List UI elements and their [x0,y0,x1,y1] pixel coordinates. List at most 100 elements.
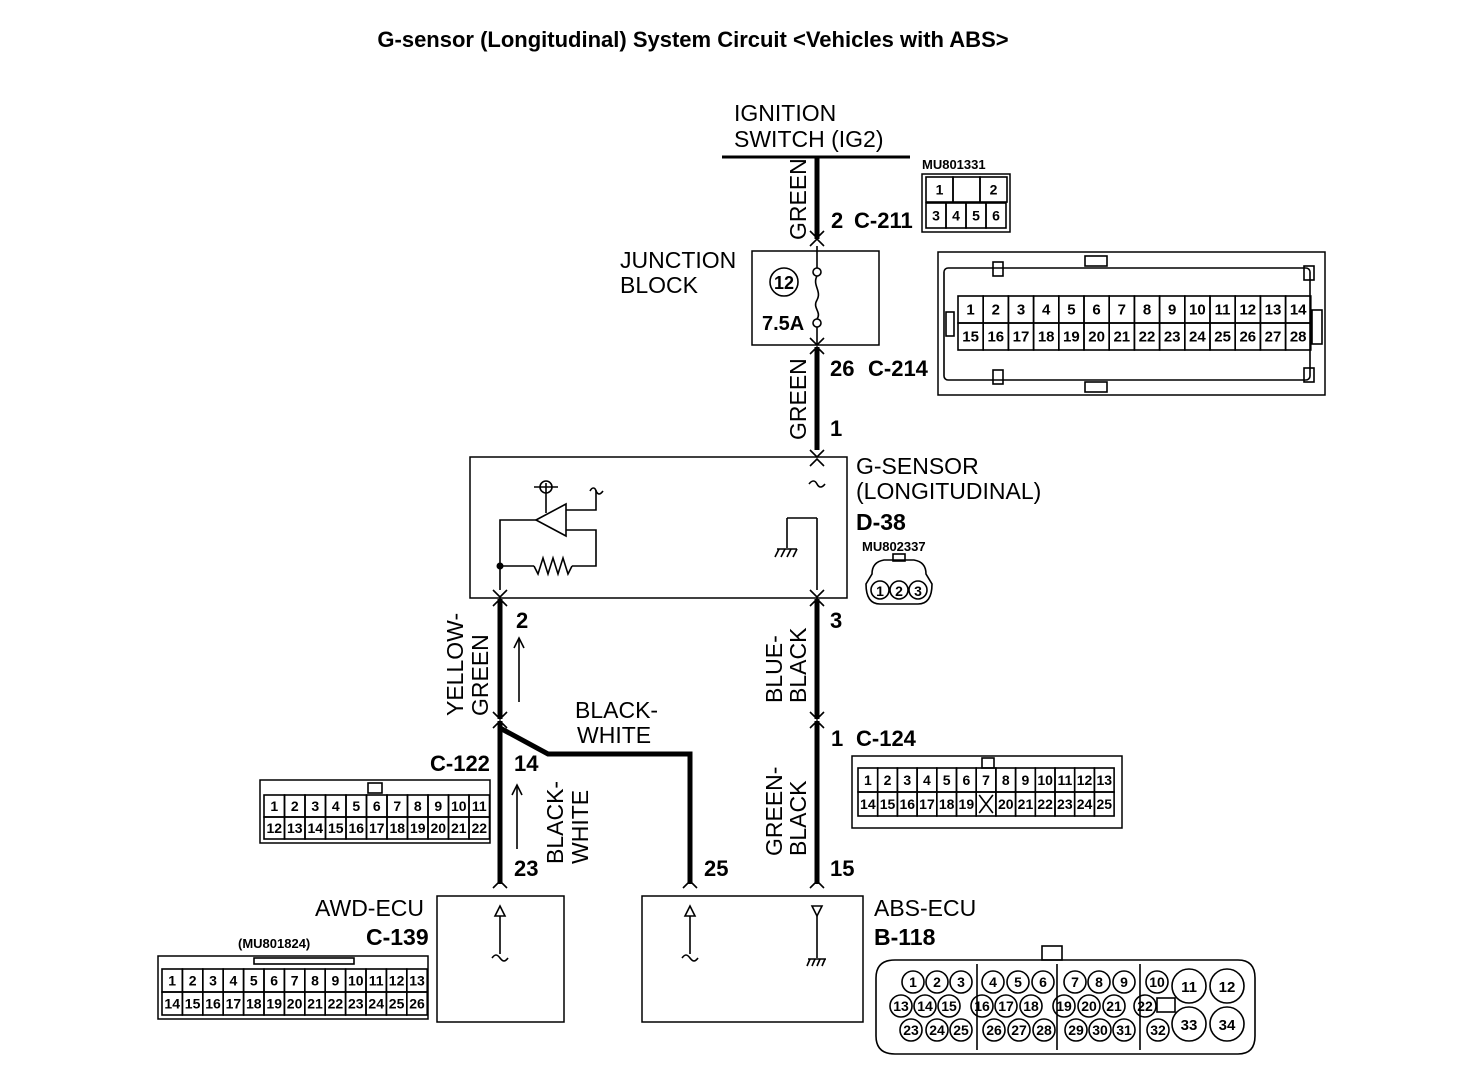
connector-pin-label: 1 [936,182,944,198]
connector-pin [1209,1006,1245,1042]
wire-label-black-white-abs-2: WHITE [577,722,651,748]
connector-pin [925,1018,949,1042]
connector-pin-label: 1 [966,302,974,319]
connector-pin-label: 18 [939,796,955,812]
wire-label-green-black-2: BLACK [785,780,811,856]
pin-abs-25: 25 [704,856,728,881]
connector-pin-label: 18 [389,820,405,836]
connector-pin-label: 14 [1290,302,1307,319]
connector-pin-label: 25 [1096,796,1112,812]
amp-signal-lead [566,490,597,511]
connector-pin-label: 22 [328,996,344,1012]
connector-pin-label: 13 [409,973,425,989]
connector-pin-label: 17 [998,998,1014,1014]
connector-pin [1112,1018,1136,1042]
connector-c211-label: C-211 [854,208,913,233]
connector-pin-label: 7 [291,973,299,989]
connector-cell [468,816,491,840]
connector-pin-label: 22 [1037,796,1053,812]
connector-pin-label: 3 [903,772,911,788]
connector-chevron [809,589,825,599]
connector-pin-label: 7 [1071,974,1079,990]
awd-ecu-box [436,895,565,1023]
abs-ecu-box [641,895,864,1023]
connector-pin-label: 24 [1189,329,1206,346]
connector-pin-label: 14 [307,820,323,836]
g-sensor-connector-symbol: 1 2 3 [865,553,933,605]
connector-pin-label: 2 [933,974,941,990]
connector-pin [889,994,913,1018]
connector-pin-label: 22 [1139,329,1156,346]
connector-pin-label: 6 [962,772,970,788]
connector-pin [937,994,961,1018]
connector-pin-label: 6 [373,798,381,814]
connector-pin [913,994,937,1018]
connector-pin-label: 4 [989,974,997,990]
pin-c211: 2 [831,208,843,233]
connector-pin [970,994,994,1018]
ignition-switch-label-1: IGNITION [734,100,836,126]
connector-pin-label: 16 [348,820,364,836]
connector-pin-label: 5 [1067,302,1075,319]
connector-pin [1063,970,1087,994]
connector-pin-label: 3 [957,974,965,990]
connector-pin-label: 8 [1095,974,1103,990]
connector-chevron [492,589,508,599]
connector-pin-label: 4 [923,772,931,788]
connector-pin [1087,970,1111,994]
connector-pin-label: 12 [1077,772,1093,788]
connector-pin [1019,994,1043,1018]
connector-pin [899,1018,923,1042]
ignition-switch-label-2: SWITCH (IG2) [734,126,884,152]
connector-pin [925,970,949,994]
connector-c122-label: C-122 [430,751,490,776]
connector-pin-label: 5 [1014,974,1022,990]
wire-label-green-black-1: GREEN- [761,767,787,856]
gs-internal-wavy [808,480,826,488]
connector-pin-label: 19 [1063,329,1080,346]
connector-pin-label: 19 [266,996,282,1012]
connector-pin [1171,968,1207,1004]
connector-pin-label: 13 [1265,302,1282,319]
awd-ecu-label: AWD-ECU [315,895,424,921]
connector-pin-label: 28 [1290,329,1307,346]
connector-pin-label: 28 [1036,1022,1052,1038]
pin-gs-3: 3 [830,608,842,633]
connector-pin-label: 3 [311,798,319,814]
connector-pin-label: 17 [226,996,242,1012]
pin-c214: 26 [830,356,854,381]
connector-pin-label: 21 [1018,796,1034,812]
connector-pin-label: 1 [909,974,917,990]
connector-pin-label: 10 [1189,302,1206,319]
connector-pin-label: 25 [389,996,405,1012]
input-arrow-icon [493,904,507,917]
connector-pin-label: 21 [1113,329,1130,346]
g-sensor-connector-pin: 2 [895,583,903,599]
connector-pin-label: 29 [1068,1022,1084,1038]
connector-pin [1133,994,1157,1018]
connector-c124-label: C-124 [856,726,917,751]
connector-pin-label: 2 [884,772,892,788]
awd-ecu-part-no: (MU801824) [238,936,310,951]
connector-pin-label: 8 [1002,772,1010,788]
wire-label-blue-black-1: BLUE- [761,635,787,703]
connector-pin-label: 10 [348,973,364,989]
connector-pin-label: 16 [987,329,1004,346]
connector-pin-label: 5 [352,798,360,814]
abs-ecu-label: ABS-ECU [874,895,976,921]
connector-pin-label: 24 [929,1022,945,1038]
fuse-number-circle [769,267,799,297]
connector-pin-label: 21 [451,820,467,836]
connector-chevron [809,237,825,247]
connector-pin-label: 12 [1219,979,1236,996]
junction-block-label-2: BLOCK [620,272,699,298]
connector-pin-label: 8 [414,798,422,814]
connector-pin-label: 6 [1092,302,1100,319]
connector-pin-label: 25 [1214,329,1231,346]
connector-pin-label: 18 [246,996,262,1012]
connector-pin-label: 16 [899,796,915,812]
connector-pin-label: 32 [1150,1022,1166,1038]
